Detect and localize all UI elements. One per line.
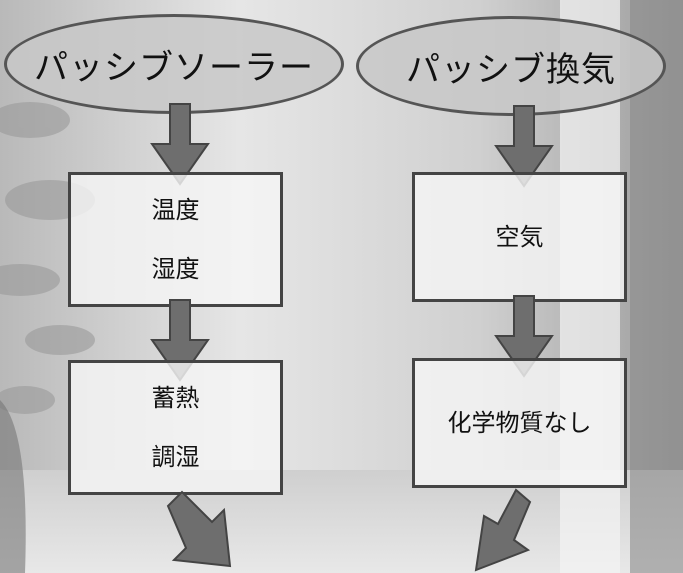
humidity-label: 湿度: [151, 254, 200, 283]
no-chemicals-box: 化学物質なし: [412, 358, 627, 488]
passive-solar-header-ellipse: パッシブソーラー: [4, 14, 344, 114]
diagonal-arrow-icon: [166, 490, 232, 568]
heat-storage-label: 蓄熱: [151, 383, 200, 412]
temperature-humidity-box: 温度 湿度: [68, 172, 283, 307]
air-label: 空気: [495, 222, 544, 251]
down-arrow-icon: [494, 105, 554, 188]
down-arrow-icon: [494, 295, 554, 378]
passive-ventilation-header-ellipse: パッシブ換気: [356, 16, 666, 116]
down-arrow-icon: [150, 103, 210, 186]
temperature-label: 温度: [151, 195, 200, 224]
passive-ventilation-header-label: パッシブ換気: [406, 49, 616, 90]
heat-storage-humidity-control-box: 蓄熱 調湿: [68, 360, 283, 495]
air-box: 空気: [412, 172, 627, 302]
diagonal-arrow-icon: [474, 488, 532, 572]
humidity-control-label: 調湿: [151, 442, 200, 471]
passive-solar-header-label: パッシブソーラー: [34, 47, 314, 88]
no-chemicals-label: 化学物質なし: [447, 408, 592, 437]
